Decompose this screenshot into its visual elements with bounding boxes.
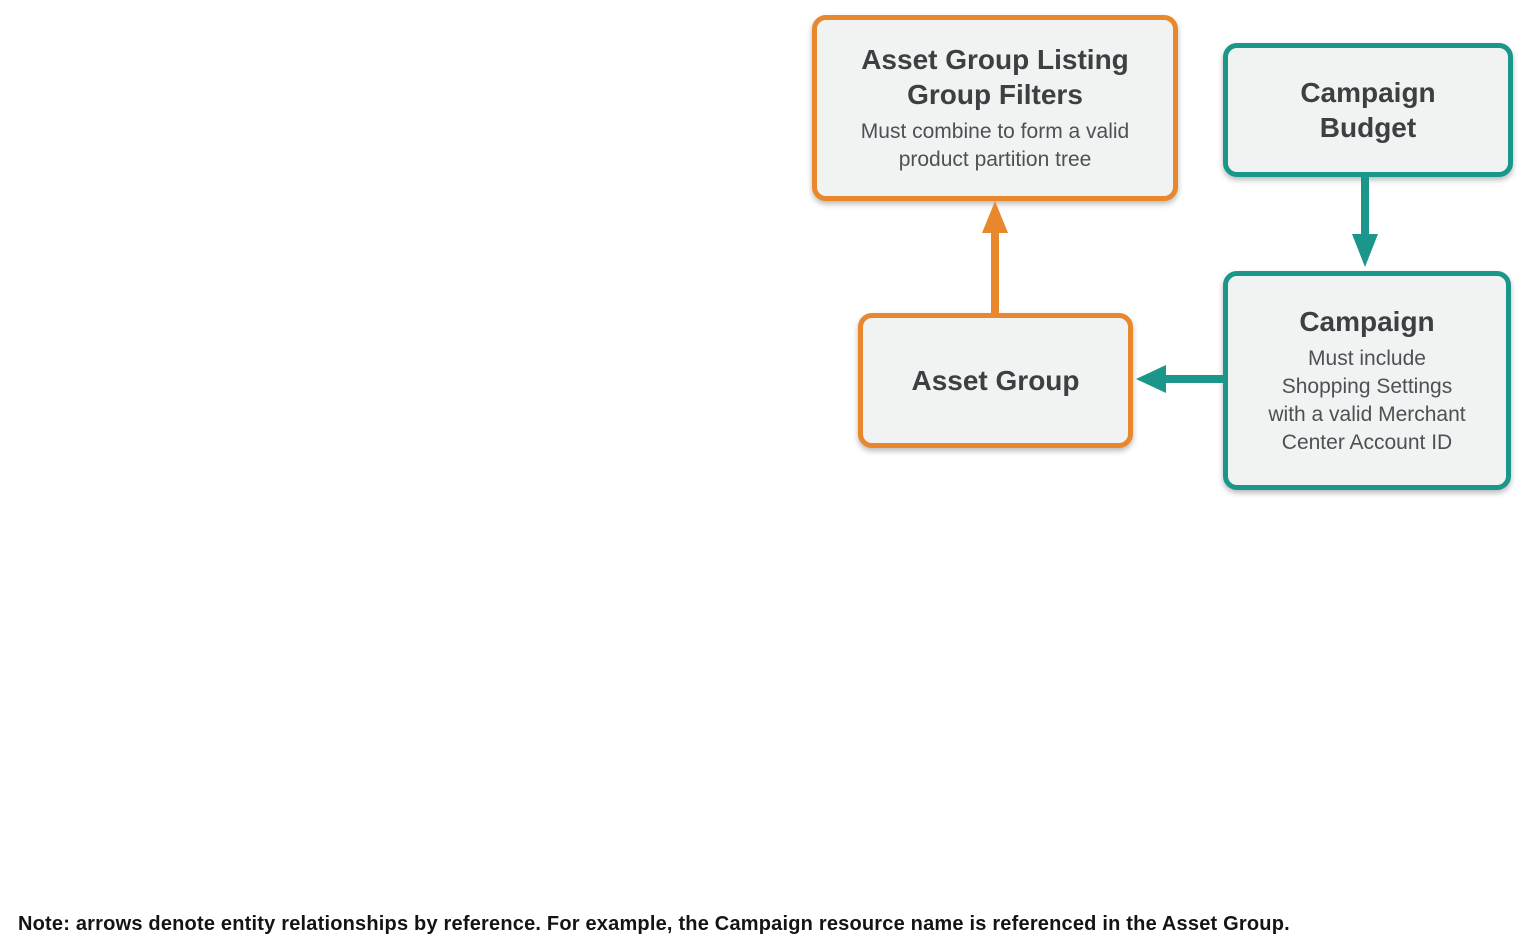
node-campaign: Campaign Must include Shopping Settings … xyxy=(1223,271,1511,490)
node-asset-group-listing-group-filters: Asset Group Listing Group Filters Must c… xyxy=(812,15,1178,201)
arrow-head-left-icon xyxy=(1136,365,1166,393)
arrow-shaft xyxy=(991,231,999,313)
diagram-note: Note: arrows denote entity relationships… xyxy=(18,913,1290,935)
node-title: Asset Group xyxy=(911,365,1080,396)
arrow-shaft xyxy=(1164,375,1224,383)
node-subtitle: Must combine to form a valid product par… xyxy=(860,120,1130,171)
node-asset-group: Asset Group xyxy=(858,313,1133,448)
arrow-head-down-icon xyxy=(1352,234,1378,267)
node-title: Campaign xyxy=(1299,306,1435,338)
node-title: Asset Group Listing Group Filters xyxy=(861,44,1129,111)
arrow-head-up-icon xyxy=(982,201,1008,233)
node-campaign-budget: Campaign Budget xyxy=(1223,43,1513,177)
node-subtitle: Must include Shopping Settings with a va… xyxy=(1268,347,1466,454)
node-title: Campaign Budget xyxy=(1300,77,1436,143)
arrow-shaft xyxy=(1361,177,1369,234)
